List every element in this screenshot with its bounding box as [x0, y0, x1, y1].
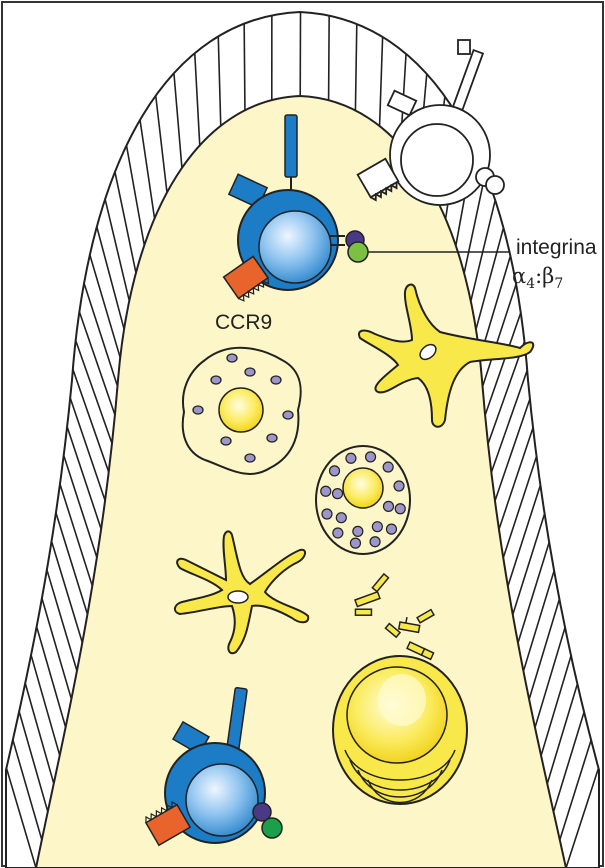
- epithelial-cell-border: [329, 16, 330, 101]
- granule: [333, 489, 343, 499]
- ccr9-label: CCR9: [215, 311, 272, 335]
- granule: [395, 504, 405, 514]
- granule: [394, 481, 404, 491]
- granule: [353, 526, 363, 536]
- granule: [333, 528, 343, 538]
- granule: [336, 513, 346, 523]
- mast-cell-icon: [316, 446, 410, 554]
- granule: [383, 501, 393, 511]
- granule: [321, 486, 331, 496]
- plasma-cell-icon: [333, 656, 467, 804]
- granule: [383, 462, 393, 472]
- granule: [322, 509, 332, 519]
- granule: [330, 466, 340, 476]
- granule: [370, 537, 380, 547]
- epithelial-cell-border: [244, 24, 245, 111]
- granule: [350, 538, 360, 548]
- integrina-label: integrina: [516, 236, 597, 260]
- granule: [372, 522, 382, 532]
- macrophage-icon: [183, 348, 301, 474]
- granule: [386, 524, 396, 534]
- alpha4-beta7-label: α4:β7: [512, 264, 563, 292]
- granule: [366, 452, 376, 462]
- granule: [346, 453, 356, 463]
